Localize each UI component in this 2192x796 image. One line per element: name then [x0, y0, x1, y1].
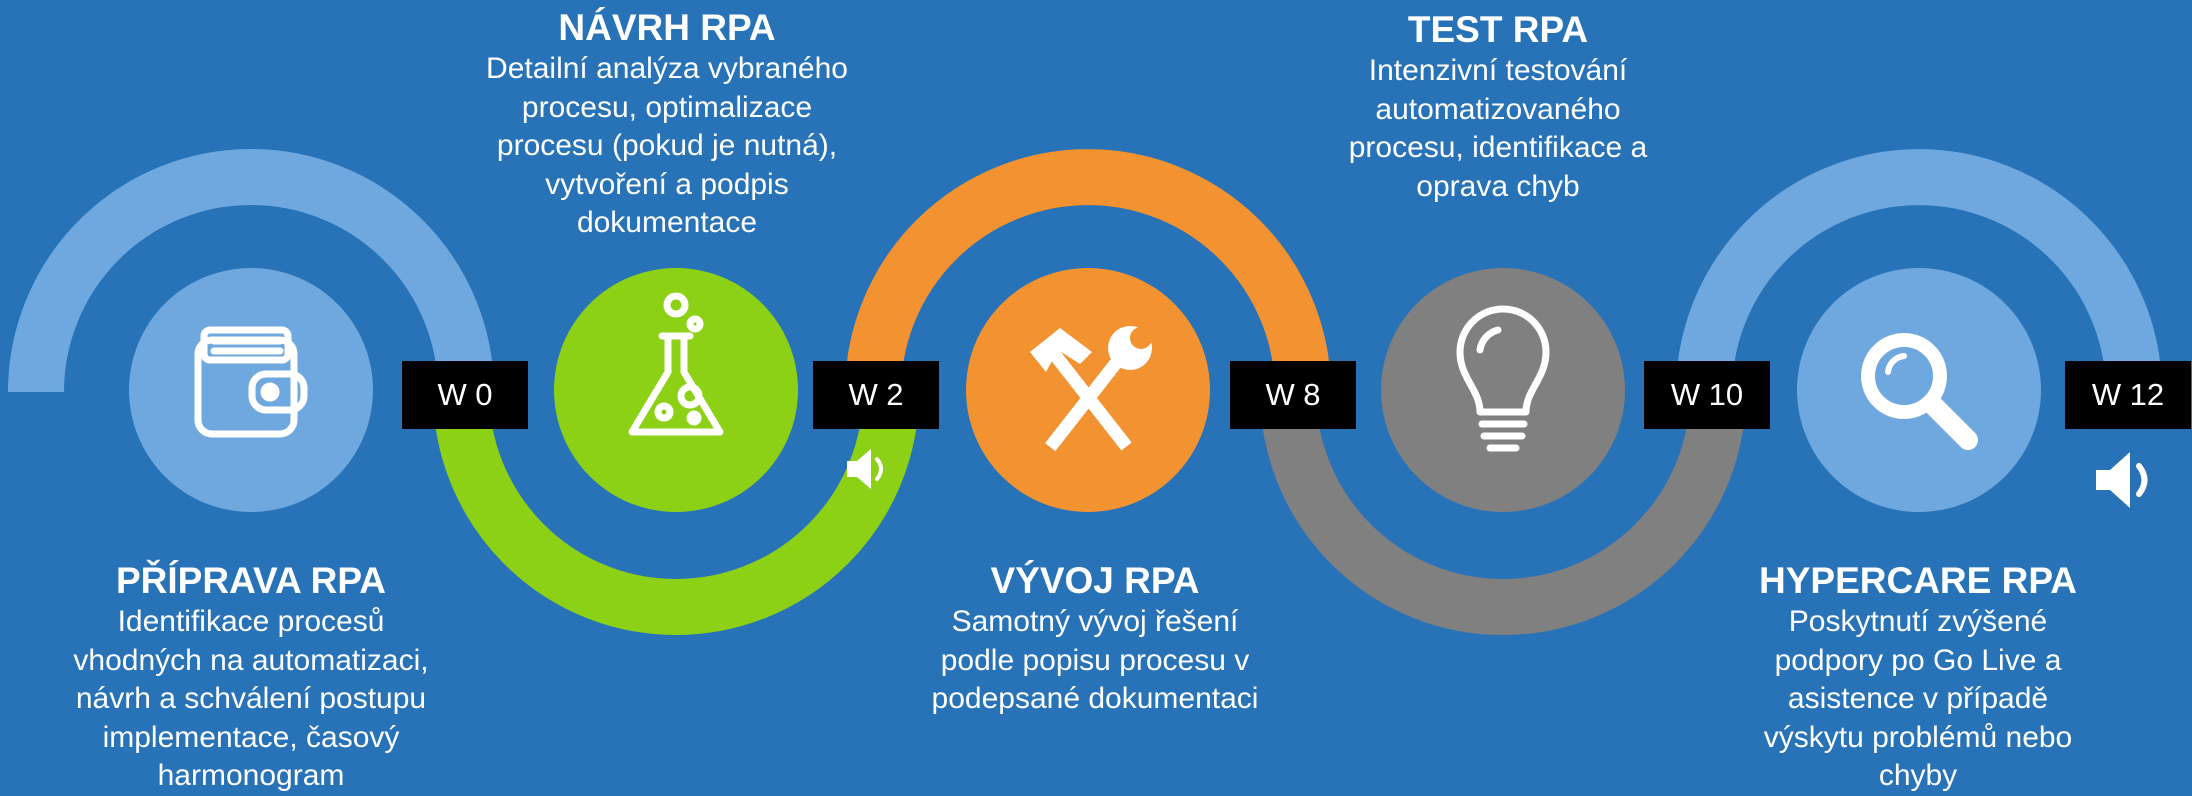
stage-title: PŘÍPRAVA RPA [116, 560, 386, 601]
stage-title: NÁVRH RPA [558, 7, 776, 48]
hammer-wrench-icon [1030, 326, 1152, 452]
stage-title: TEST RPA [1407, 9, 1589, 50]
arc-priprava [8, 149, 494, 393]
stage-title: HYPERCARE RPA [1759, 560, 2077, 601]
stage-title: VÝVOJ RPA [990, 560, 1200, 601]
week-marker-w12: W 12 [2065, 361, 2191, 429]
circle-navrh [554, 268, 798, 512]
speaker-icon[interactable] [2092, 450, 2158, 510]
magnifier-icon [1861, 333, 1978, 450]
arc-vyvoj [845, 149, 1331, 393]
arc-test [1260, 391, 1746, 635]
week-marker-w10: W 10 [1644, 361, 1770, 429]
stage-description: Poskytnutí zvýšené podpory po Go Live a … [1763, 605, 2073, 792]
week-marker-w8: W 8 [1230, 361, 1356, 429]
stage-navrh: NÁVRH RPA Detailní analýza vybraného pro… [462, 6, 872, 243]
arc-hypercare [1676, 149, 2162, 393]
wallet-icon [194, 326, 308, 438]
speaker-icon[interactable] [843, 447, 891, 491]
circle-test [1381, 268, 1625, 512]
circle-hypercare [1797, 268, 2041, 512]
stage-vyvoj: VÝVOJ RPA Samotný vývoj řešení podle pop… [885, 559, 1305, 719]
stage-description: Samotný vývoj řešení podle popisu proces… [931, 605, 1259, 715]
week-marker-w2: W 2 [813, 361, 939, 429]
arc-navrh [433, 391, 919, 635]
stage-hypercare: HYPERCARE RPA Poskytnutí zvýšené podpory… [1713, 559, 2123, 796]
stage-test: TEST RPA Intenzivní testování automatizo… [1293, 8, 1703, 206]
lightbulb-icon [1456, 305, 1550, 452]
stage-description: Intenzivní testování automatizovaného pr… [1348, 54, 1648, 203]
stage-priprava: PŘÍPRAVA RPA Identifikace procesů vhodný… [41, 559, 461, 796]
week-marker-w0: W 0 [402, 361, 528, 429]
flask-icon [628, 292, 724, 436]
stage-description: Identifikace procesů vhodných na automat… [73, 605, 429, 792]
stage-description: Detailní analýza vybraného procesu, opti… [486, 52, 848, 239]
